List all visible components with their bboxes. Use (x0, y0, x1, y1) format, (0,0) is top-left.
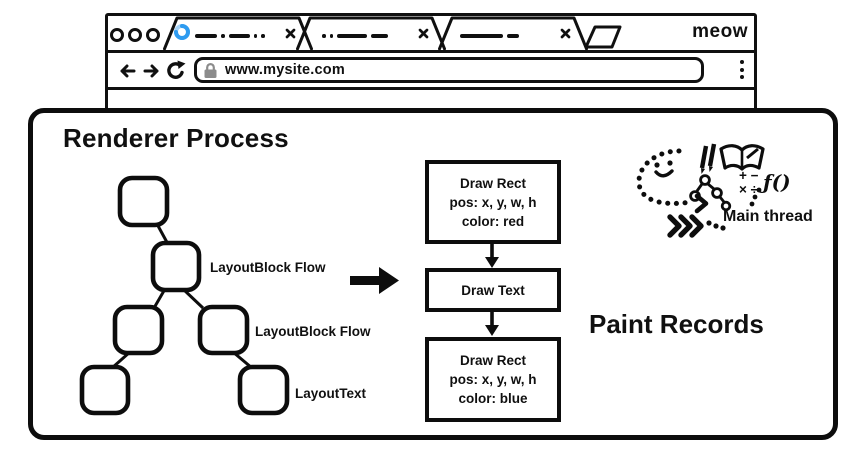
tab-close-icon[interactable] (560, 28, 571, 39)
paint-line: Draw Rect (459, 353, 527, 368)
math-symbols: + − × ÷ (739, 168, 759, 197)
layout-node (79, 364, 131, 416)
layout-node-label: LayoutBlock Flow (255, 324, 371, 339)
panel-title: Renderer Process (63, 123, 289, 153)
reload-button-icon[interactable] (165, 60, 186, 81)
svg-text:+ −: + − (739, 168, 759, 183)
back-button-icon[interactable] (118, 64, 136, 78)
paint-line: pos: x, y, w, h (449, 194, 537, 210)
down-arrow-icon (485, 244, 499, 268)
url-text: www.mysite.com (225, 62, 345, 78)
dotted-bubble (636, 148, 694, 206)
new-tab-button[interactable] (584, 25, 624, 49)
tab-close-icon[interactable] (418, 28, 429, 39)
brand-label: meow (692, 21, 748, 42)
address-bar[interactable]: www.mysite.com (194, 57, 704, 83)
tab-outline (438, 16, 588, 50)
flow-arrow-icon (350, 267, 399, 294)
layout-tree (79, 175, 290, 416)
layout-node-label: LayoutText (295, 386, 367, 401)
tab-outline (296, 16, 446, 50)
paint-records-heading: Paint Records (589, 309, 764, 339)
layout-node (150, 240, 202, 293)
function-icon: ƒ() (759, 170, 791, 194)
layout-node (237, 364, 290, 416)
dotted-trail-2 (706, 220, 726, 231)
open-book-icon (719, 144, 765, 171)
tab-strip: meow (108, 16, 754, 53)
svg-text:× ÷: × ÷ (739, 182, 759, 197)
paint-record-box-3: Draw Rect pos: x, y, w, h color: blue (425, 337, 561, 422)
paint-line: Draw Text (461, 282, 525, 298)
browser-window: meow www.mysite.com (105, 13, 757, 119)
paint-line: color: blue (458, 391, 528, 406)
layout-node-label: LayoutBlock Flow (210, 260, 326, 275)
window-controls (110, 28, 160, 42)
layout-node (197, 304, 250, 356)
loading-spinner-icon (174, 24, 190, 40)
smiley-face-icon (654, 160, 674, 178)
main-thread-label: Main thread (723, 208, 813, 225)
tab-close-icon[interactable] (285, 28, 296, 39)
tab-title-placeholder (460, 34, 519, 38)
pencils-icon (699, 143, 717, 174)
tab-outline (163, 16, 313, 50)
down-arrow-icon (485, 312, 499, 336)
tree-graph-icon (689, 174, 732, 212)
forward-button-icon[interactable] (143, 64, 161, 78)
tab-title-placeholder (322, 34, 388, 38)
window-button-1[interactable] (110, 28, 124, 42)
layout-node-root (117, 175, 170, 228)
dotted-trail (749, 187, 762, 207)
window-button-2[interactable] (128, 28, 142, 42)
address-row: www.mysite.com (108, 53, 754, 90)
renderer-process-panel: Renderer Process LayoutBlock Flow Layout… (28, 108, 838, 440)
paint-record-box-2: Draw Text (425, 268, 561, 312)
chevron-arrows-icon (667, 193, 709, 238)
paint-line: Draw Rect (459, 175, 527, 191)
tab-3[interactable] (438, 16, 588, 50)
tab-1[interactable] (163, 16, 313, 50)
main-thread-doodle: + − × ÷ ƒ() (636, 143, 791, 238)
menu-button[interactable] (740, 60, 744, 79)
tab-2[interactable] (296, 16, 446, 50)
lock-icon (204, 62, 217, 78)
paint-line: pos: x, y, w, h (449, 372, 537, 387)
paint-record-box-1: Draw Rect pos: x, y, w, h color: red (425, 160, 561, 244)
layout-node (112, 304, 165, 356)
window-button-3[interactable] (146, 28, 160, 42)
paint-line: color: red (461, 213, 525, 229)
tab-title-placeholder (195, 34, 265, 38)
